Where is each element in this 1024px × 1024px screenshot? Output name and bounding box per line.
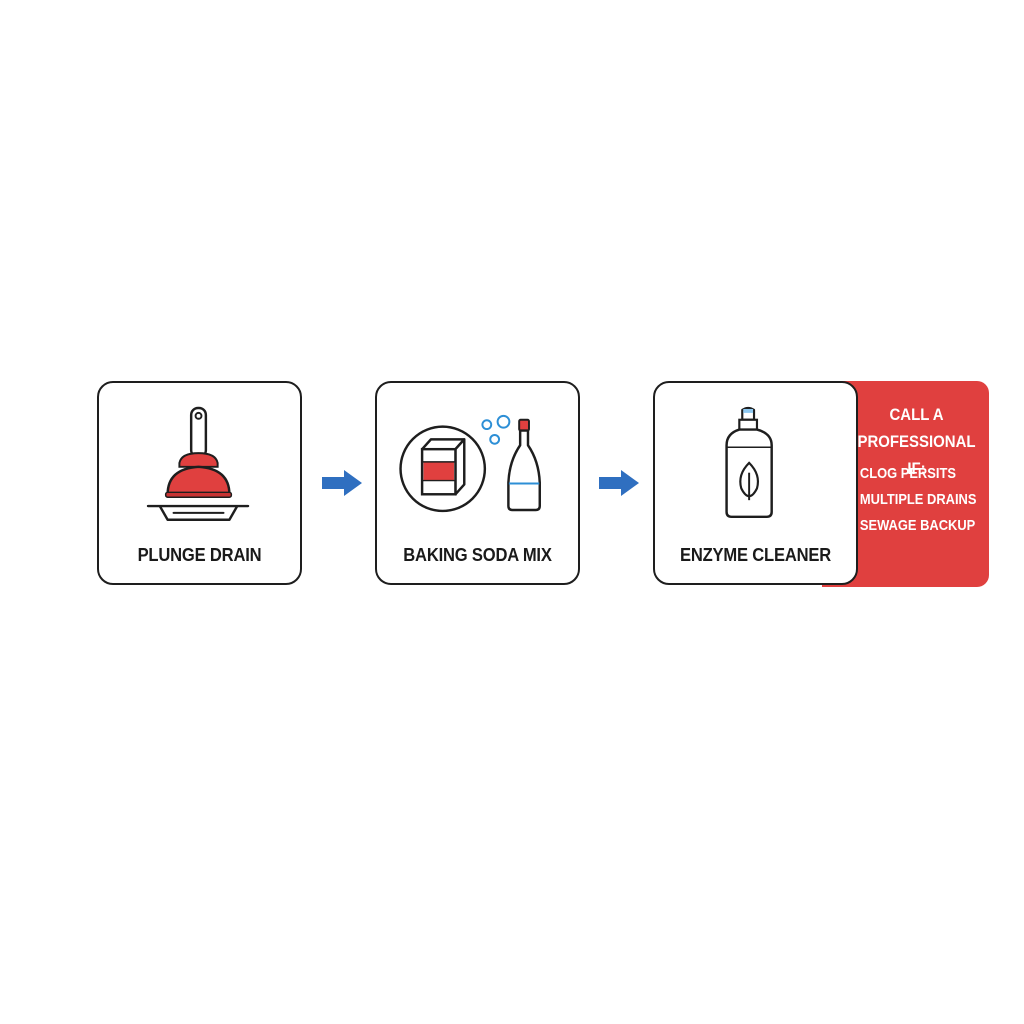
step-label-enzyme-cleaner: ENZYME CLEANER [679,545,832,565]
step-card-enzyme-cleaner: ENZYME CLEANER [653,381,858,585]
callout-condition-item: - SEWAGE BACKUP [852,517,976,534]
callout-title-line-2: PROFESSIONAL IF: [857,432,976,478]
callout-title-line-1: CALL A [889,405,944,424]
step-label-plunge-drain: PLUNGE DRAIN [137,545,262,565]
callout-title: CALL A PROFESSIONAL IF: [853,401,981,482]
arrow-right-icon [322,470,362,496]
arrow-right-icon [599,470,639,496]
callout-condition-item: - MULTIPLE DRAINS [852,491,977,508]
enzyme-spray-bottle-icon [725,406,773,519]
baking-soda-vinegar-icon [399,414,541,513]
step-card-baking-soda-mix: BAKING SODA MIX [375,381,580,585]
step-card-plunge-drain: PLUNGE DRAIN [97,381,302,585]
plunger-icon [146,406,250,521]
step-label-baking-soda-mix: BAKING SODA MIX [403,545,552,565]
callout-condition-list: - CLOG PERSITS - MULTIPLE DRAINS - SEWAG… [852,461,997,539]
callout-condition-item: - CLOG PERSITS [852,465,956,482]
